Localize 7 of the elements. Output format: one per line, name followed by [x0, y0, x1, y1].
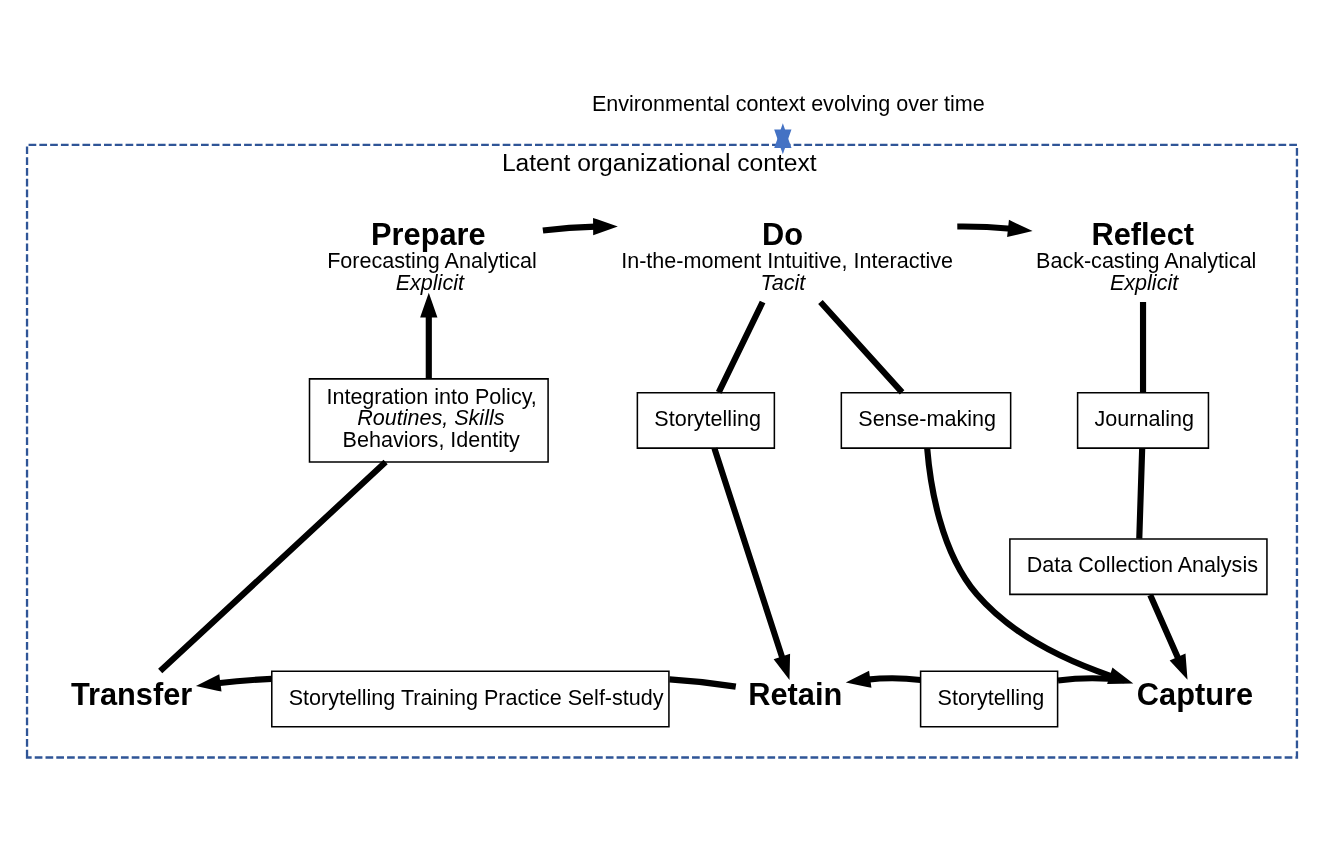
node-text: Do In-the-moment Intuitive, Interactive Tacit [621, 216, 953, 295]
node-text: Environmental context evolving over time [591, 90, 985, 116]
node-text: Reflect Back-casting Analytical Explicit [1036, 216, 1257, 295]
node-text: Transfer [70, 677, 193, 713]
node-text: Capture [1136, 677, 1254, 713]
node-text: Retain [748, 677, 843, 713]
node-text: Prepare Forecasting Analytical Explicit [327, 216, 537, 295]
